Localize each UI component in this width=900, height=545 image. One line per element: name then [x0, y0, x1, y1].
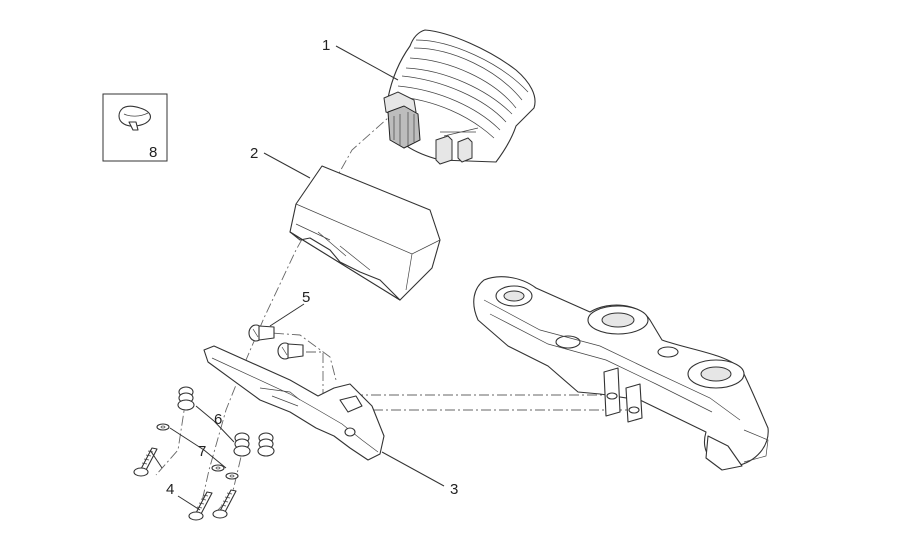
- callout-4: 4: [166, 481, 174, 498]
- callout-8: 8: [149, 144, 157, 161]
- instrument-panel-part-1: [383, 29, 536, 165]
- washer-part-7-a: [156, 423, 170, 431]
- callout-6: 6: [214, 411, 222, 428]
- grommet-part-6-c: [257, 432, 275, 457]
- callout-5: 5: [302, 289, 310, 306]
- triple-clamp: [473, 276, 769, 471]
- callout-2: 2: [250, 145, 258, 162]
- inset-box-part-8: [102, 93, 168, 162]
- callout-7: 7: [198, 443, 206, 460]
- grommet-part-6-b: [233, 432, 251, 457]
- washer-part-7-b: [211, 464, 225, 472]
- cover-part-2: [289, 165, 441, 301]
- screw-part-4-b: [188, 491, 213, 521]
- callout-3: 3: [450, 481, 458, 498]
- callout-1: 1: [322, 37, 330, 54]
- screw-part-4-a: [133, 447, 158, 477]
- screw-part-4-c: [212, 489, 237, 519]
- leader-lines: [149, 45, 445, 511]
- washer-part-7-c: [225, 472, 239, 480]
- mounting-bracket-part-3: [203, 345, 385, 461]
- grommet-part-6-a: [177, 386, 195, 411]
- screw-part-5-a: [248, 324, 275, 342]
- screw-part-5-b: [277, 342, 304, 360]
